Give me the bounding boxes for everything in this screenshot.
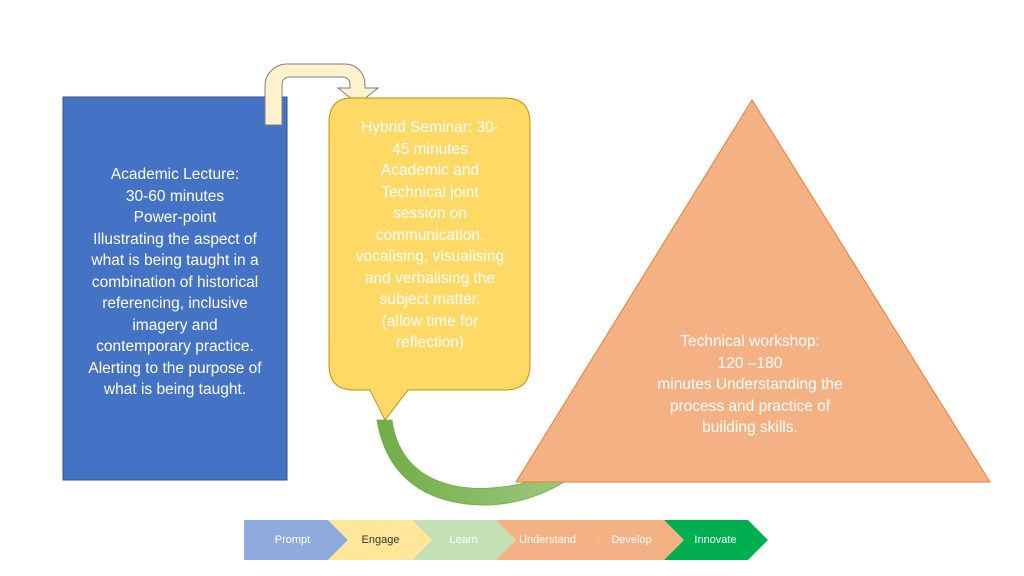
workshop-line: minutes Understanding the <box>657 376 843 393</box>
lecture-line: what is being taught. <box>103 381 247 398</box>
lecture-line: 30-60 minutes <box>125 187 225 205</box>
process-step-chevron <box>664 520 768 560</box>
seminar-line: 45 minutes <box>392 140 468 158</box>
workshop-text: Technical workshop: 120 –180 minutes Und… <box>630 331 870 439</box>
lecture-line: Academic Lecture: <box>110 166 240 183</box>
seminar-line: and verbalising the <box>364 269 496 287</box>
seminar-line: (allow time for <box>381 312 479 330</box>
lecture-line: referencing, inclusive <box>102 295 248 312</box>
workshop-triangle <box>515 99 991 483</box>
u-turn-arrow <box>264 63 380 126</box>
process-step-chevron <box>244 520 348 560</box>
process-step-innovate-label: Innovate <box>694 534 737 546</box>
seminar-line: reflection) <box>395 334 465 351</box>
seminar-line: Hybrid Seminar: 30- <box>361 119 499 136</box>
process-step-learn-label: Learn <box>449 534 478 546</box>
lecture-text: Academic Lecture: 30-60 minutes Power-po… <box>63 164 287 401</box>
workshop-line: process and practice of <box>669 397 831 415</box>
workshop-line: Technical workshop: <box>680 333 820 350</box>
process-step-chevron <box>496 520 600 560</box>
lecture-line: contemporary practice. <box>96 338 254 355</box>
seminar-line: communication. <box>375 226 485 244</box>
lecture-line: combination of historical <box>91 273 259 291</box>
lecture-line: what is being taught in a <box>91 252 259 269</box>
seminar-line: Technical joint <box>381 183 479 201</box>
seminar-line: Academic and <box>380 162 480 179</box>
lecture-box <box>62 96 288 481</box>
process-step-chevron <box>412 520 516 560</box>
lecture-line: Illustrating the aspect of <box>93 230 257 248</box>
process-step-chevron <box>580 520 684 560</box>
seminar-line: session on <box>392 205 468 222</box>
seminar-text: Hybrid Seminar: 30- 45 minutes Academic … <box>331 117 529 354</box>
process-step-develop-label: Develop <box>611 534 652 546</box>
process-step-prompt-label: Prompt <box>274 534 311 546</box>
process-step-understand-label: Understand <box>519 534 576 546</box>
lecture-line: Alerting to the purpose of <box>88 359 262 377</box>
seminar-line: vocalising, visualising <box>355 248 505 265</box>
lecture-line: Power-point <box>133 209 217 226</box>
process-step-chevron <box>328 520 432 560</box>
workshop-line: 120 –180 <box>717 354 783 372</box>
seminar-callout <box>328 97 531 421</box>
process-step-engage-label: Engage <box>361 534 400 546</box>
workshop-line: building skills. <box>702 419 798 436</box>
process-chevrons <box>244 520 768 560</box>
seminar-line: subject matter. <box>379 291 481 308</box>
lecture-line: imagery and <box>132 316 218 334</box>
